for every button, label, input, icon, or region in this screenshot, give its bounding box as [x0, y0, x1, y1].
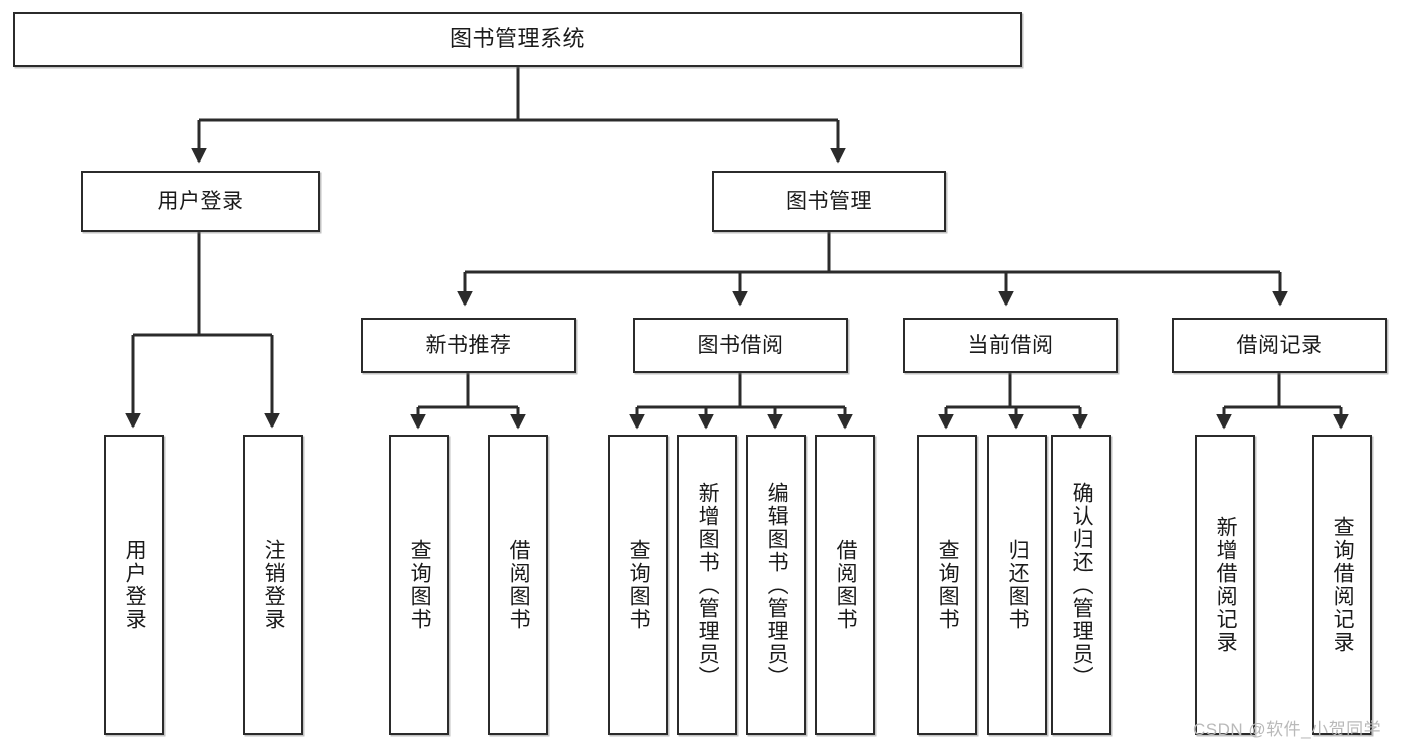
- node-borrow-record[interactable]: 借阅记录: [1172, 318, 1387, 373]
- leaf-add-borrow-record[interactable]: 新增借阅记录: [1195, 435, 1255, 735]
- leaf-add-book-admin[interactable]: 新增图书（管理员）: [677, 435, 737, 735]
- leaf-logout[interactable]: 注销登录: [243, 435, 303, 735]
- node-new-book-recommend[interactable]: 新书推荐: [361, 318, 576, 373]
- leaf-query-book-borrow[interactable]: 查询图书: [608, 435, 668, 735]
- leaf-return-book[interactable]: 归还图书: [987, 435, 1047, 735]
- leaf-borrow-book[interactable]: 借阅图书: [815, 435, 875, 735]
- node-book-management[interactable]: 图书管理: [712, 171, 946, 232]
- leaf-borrow-book-recommend[interactable]: 借阅图书: [488, 435, 548, 735]
- leaf-user-login[interactable]: 用户登录: [104, 435, 164, 735]
- leaf-query-book-recommend[interactable]: 查询图书: [389, 435, 449, 735]
- node-current-borrow[interactable]: 当前借阅: [903, 318, 1118, 373]
- leaf-confirm-return-admin[interactable]: 确认归还（管理员）: [1051, 435, 1111, 735]
- node-user-login[interactable]: 用户登录: [81, 171, 320, 232]
- leaf-query-book-current[interactable]: 查询图书: [917, 435, 977, 735]
- node-book-borrow[interactable]: 图书借阅: [633, 318, 848, 373]
- leaf-query-borrow-record[interactable]: 查询借阅记录: [1312, 435, 1372, 735]
- node-root-system[interactable]: 图书管理系统: [13, 12, 1022, 67]
- leaf-edit-book-admin[interactable]: 编辑图书（管理员）: [746, 435, 806, 735]
